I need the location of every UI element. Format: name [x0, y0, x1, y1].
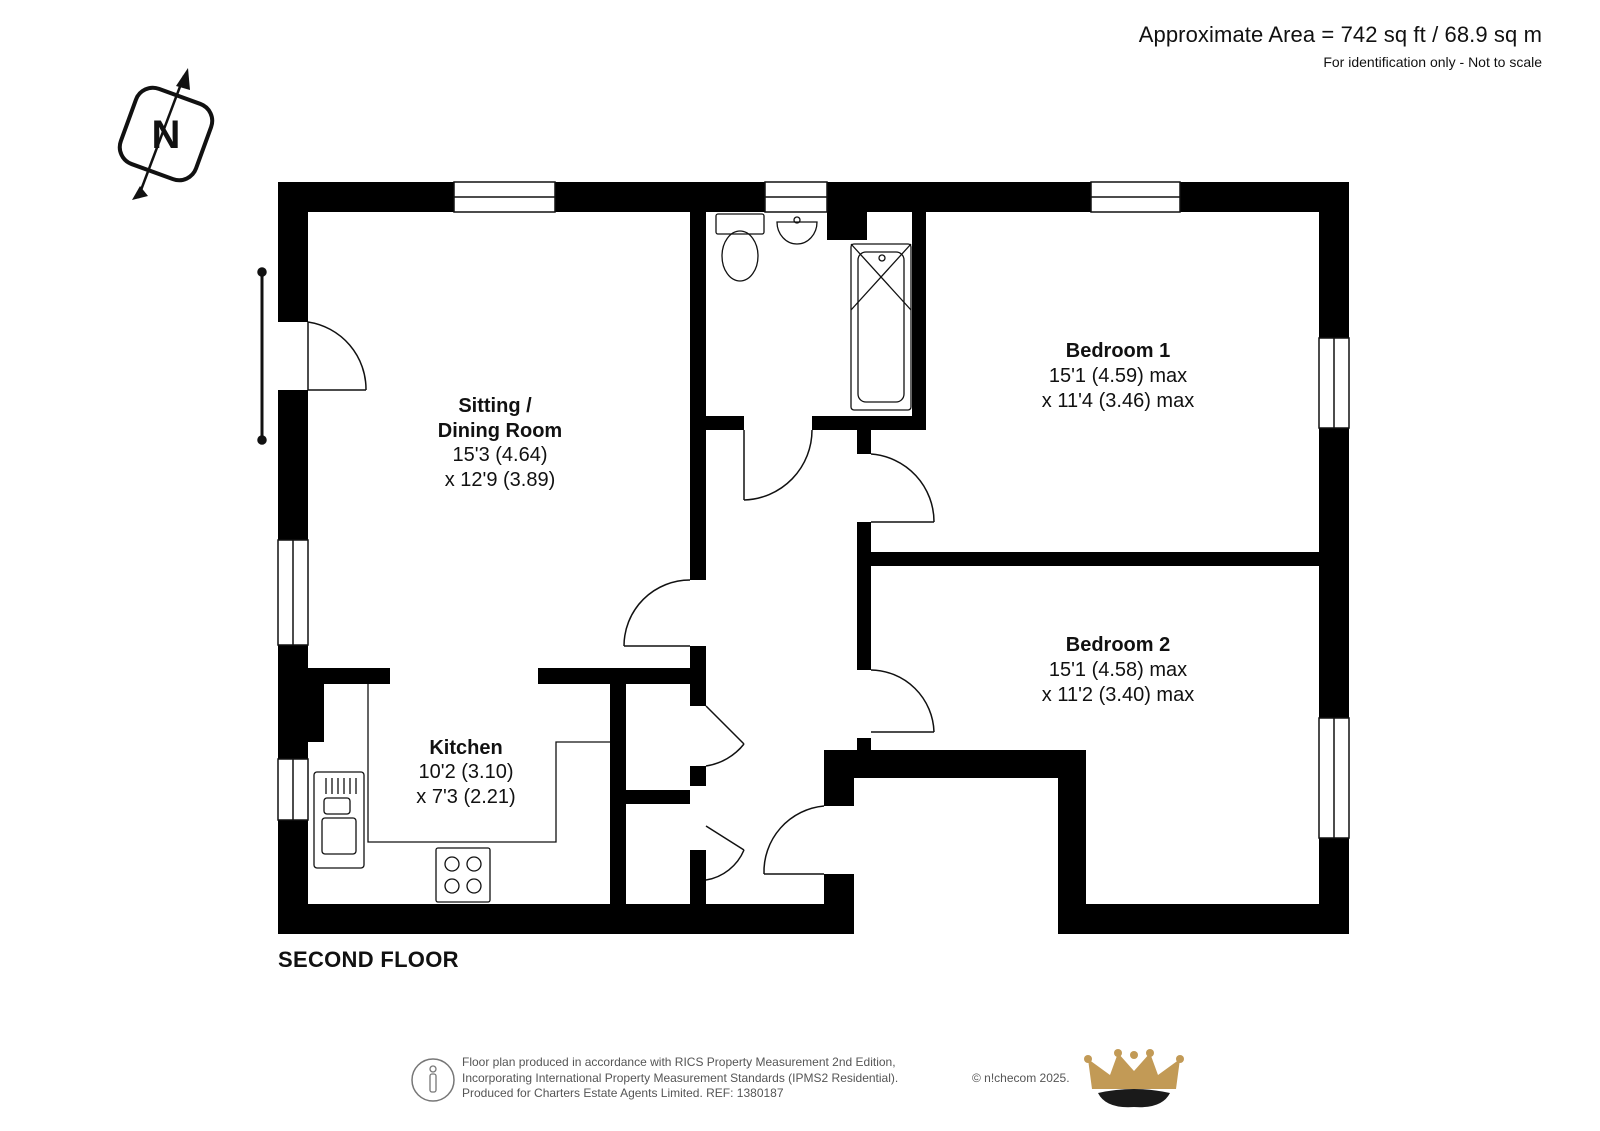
north-compass-icon: N: [117, 68, 215, 200]
compass-letter: N: [152, 113, 181, 157]
room-dim-bedroom1-1: 15'1 (4.59) max: [1049, 365, 1187, 387]
footer-line-1: Floor plan produced in accordance with R…: [462, 1055, 896, 1069]
crown-logo-icon: [1084, 1049, 1184, 1108]
bathroom-fixtures: [715, 213, 912, 411]
room-name-kitchen: Kitchen: [429, 737, 502, 759]
toilet-cistern: [715, 213, 765, 235]
doors: [257, 267, 935, 881]
scale-note: For identification only - Not to scale: [1323, 54, 1542, 70]
sink-icon: [313, 771, 365, 869]
room-name-bedroom2: Bedroom 2: [1066, 634, 1170, 656]
hob-icon: [435, 847, 491, 903]
header: Approximate Area = 742 sq ft / 68.9 sq m…: [1139, 22, 1542, 70]
basin-icon: [776, 221, 818, 245]
floor-label: SECOND FLOOR: [278, 947, 459, 972]
bath-icon: [850, 243, 912, 411]
room-name-bedroom1: Bedroom 1: [1066, 340, 1170, 362]
person-scale-icon: [411, 1058, 455, 1102]
walls: [278, 182, 1349, 934]
room-dim-sitting-2: x 12'9 (3.89): [445, 469, 556, 491]
toilet-icon: [721, 230, 759, 282]
kitchen-fixtures: [313, 684, 610, 903]
kitchen-counter: [367, 684, 610, 843]
footer-line-2: Incorporating International Property Mea…: [462, 1070, 899, 1085]
room-labels: Sitting / Dining Room 15'3 (4.64) x 12'9…: [416, 340, 1194, 808]
approximate-area: Approximate Area = 742 sq ft / 68.9 sq m: [1138, 22, 1542, 47]
room-dim-kitchen-1: 10'2 (3.10): [419, 761, 514, 783]
room-dim-sitting-1: 15'3 (4.64): [453, 444, 548, 466]
room-dim-bedroom1-2: x 11'4 (3.46) max: [1042, 390, 1194, 412]
footer-text: Floor plan produced in accordance with R…: [462, 1055, 898, 1102]
room-dim-kitchen-2: x 7'3 (2.21): [416, 786, 515, 808]
copyright: © n!checom 2025.: [972, 1071, 1070, 1085]
windows: [277, 181, 1350, 839]
footer: Floor plan produced in accordance with R…: [410, 1049, 1210, 1115]
room-name-sitting-2: Dining Room: [438, 420, 562, 442]
room-dim-bedroom2-2: x 11'2 (3.40) max: [1042, 684, 1194, 706]
room-dim-bedroom2-1: 15'1 (4.58) max: [1049, 659, 1187, 681]
room-name-sitting-1: Sitting /: [458, 395, 532, 417]
footer-line-3: Produced for Charters Estate Agents Limi…: [462, 1086, 784, 1100]
